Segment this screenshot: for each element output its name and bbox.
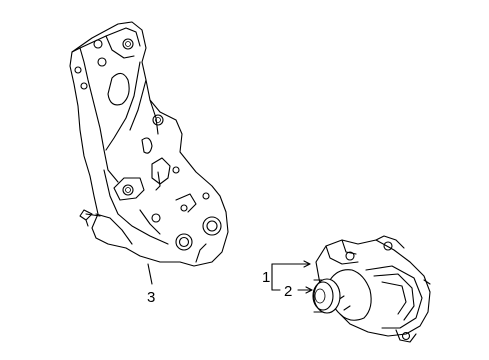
callout-3-label: 3 [147,289,155,306]
pulley [312,278,341,314]
callout-1-label: 1 [262,269,270,286]
mounting-bracket [69,21,229,267]
callout-pulley: 2 [271,283,313,300]
callout-bracket: 3 [147,263,155,306]
callout-alternator: 1 [262,260,311,291]
callout-2-label: 2 [284,283,292,300]
